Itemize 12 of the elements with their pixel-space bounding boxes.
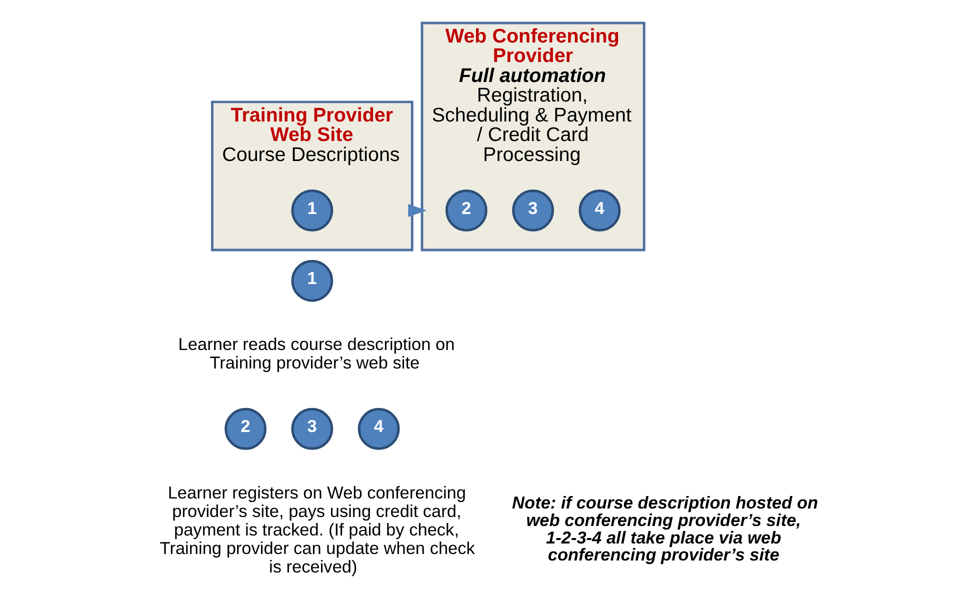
label: Learner registers on Web conferencing provider’s site, pays using credit card, payment is tracked. (If paid by check, Training provider can update when check is received) bbox=[159, 482, 474, 576]
node-circle: 4 bbox=[578, 190, 620, 232]
node-circle: 2 bbox=[224, 408, 266, 450]
node-circle: 1 bbox=[290, 190, 333, 232]
node-circle: 3 bbox=[290, 408, 333, 450]
node-circle: 4 bbox=[357, 408, 400, 450]
arrow bbox=[408, 204, 426, 217]
label: Learner reads course description on Training provider’s web site bbox=[178, 334, 454, 373]
node-circle: 3 bbox=[512, 190, 554, 232]
label: Note: if course description hosted on web conferencing provider’s site, 1-2-3-4 all take place via web conferencing provider’s site bbox=[512, 492, 818, 565]
node-circle: 1 bbox=[290, 260, 333, 302]
node-circle: 2 bbox=[444, 190, 487, 232]
